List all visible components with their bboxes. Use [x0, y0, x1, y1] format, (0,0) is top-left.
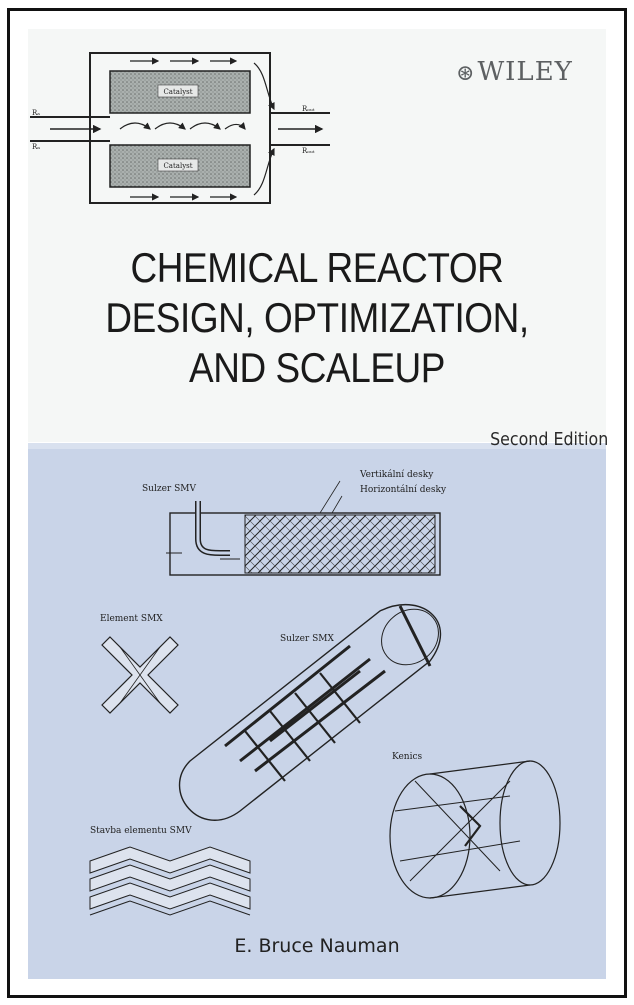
- smx-cylinder: [178, 603, 442, 821]
- book-cover: Catalyst Catalyst Rₐ Rₙ Rₒᵤₜ Rₒᵤₜ ⊛WILEY…: [7, 8, 627, 998]
- title-line-2: DESIGN, OPTIMIZATION,: [105, 294, 529, 341]
- inlet-label-bottom: Rₙ: [32, 143, 40, 151]
- vertical-plates-label: Vertikální desky: [359, 469, 434, 480]
- sulzer-smx-label: Sulzer SMX: [280, 634, 334, 644]
- horizontal-plates-label: Horizontální desky: [360, 484, 447, 495]
- panel-divider: [28, 443, 606, 449]
- edition-label: Second Edition: [489, 429, 608, 450]
- smv-elements: [244, 514, 436, 574]
- catalyst-label-bottom: Catalyst: [163, 162, 192, 170]
- author-name: E. Bruce Nauman: [234, 935, 400, 957]
- title-line-3: AND SCALEUP: [188, 344, 445, 391]
- wiley-seal-icon: ⊛: [456, 61, 476, 86]
- catalyst-label-top: Catalyst: [163, 88, 192, 96]
- reactor-housing: [89, 52, 271, 204]
- kenics-label: Kenics: [392, 752, 423, 762]
- element-smx-label: Element SMX: [100, 614, 163, 624]
- publisher-logo: ⊛WILEY: [456, 57, 573, 87]
- outlet-label-bottom: Rₒᵤₜ: [302, 147, 315, 155]
- smx-element: [101, 636, 179, 714]
- smv-plate-stack: [89, 846, 251, 916]
- title-line-1: CHEMICAL REACTOR: [130, 244, 504, 291]
- kenics-mixer: [389, 760, 561, 899]
- smv-pipe: [169, 512, 441, 576]
- book-title: CHEMICAL REACTOR DESIGN, OPTIMIZATION, A…: [28, 243, 606, 393]
- smv-structure-label: Stavba elementu SMV: [90, 826, 192, 836]
- publisher-name: WILEY: [477, 57, 573, 87]
- inlet-label-top: Rₐ: [32, 109, 40, 117]
- reactor-diagram: Catalyst Catalyst Rₐ Rₙ Rₒᵤₜ Rₒᵤₜ: [30, 52, 330, 204]
- mixer-illustration: Sulzer SMV Vertikální desky Horizontální…: [89, 469, 561, 916]
- sulzer-smv-label: Sulzer SMV: [142, 484, 196, 494]
- outlet-label-top: Rₒᵤₜ: [302, 105, 315, 113]
